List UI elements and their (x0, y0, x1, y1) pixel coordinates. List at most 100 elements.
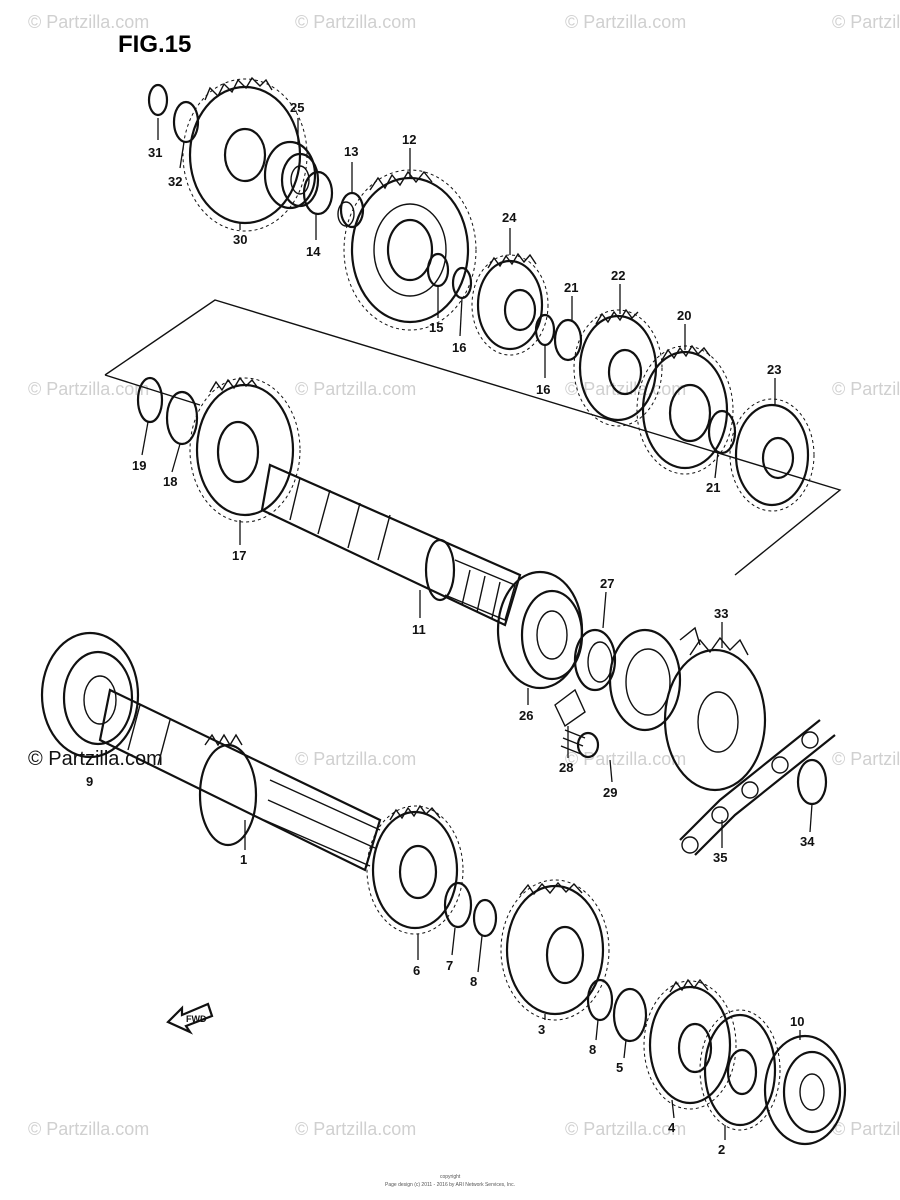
gear-17 (189, 376, 301, 523)
washer-5 (612, 987, 648, 1043)
site-label: © Partzilla.com (28, 748, 163, 770)
callout: 13 (344, 144, 358, 159)
watermark: © Partzilla.com (832, 1119, 900, 1139)
callout: 31 (148, 145, 162, 160)
callout: 4 (668, 1120, 676, 1135)
gear-2 (699, 1009, 781, 1131)
gear-4 (643, 978, 737, 1110)
gear-23 (729, 398, 815, 512)
clip-34 (796, 758, 828, 806)
callout: 23 (767, 362, 781, 377)
callout: 27 (600, 576, 614, 591)
callout: 3 (538, 1022, 545, 1037)
callout: 12 (402, 132, 416, 147)
callout: 29 (603, 785, 617, 800)
watermark: © Partzilla.com (832, 749, 900, 769)
watermark: © Partzilla.com (832, 379, 900, 399)
callout: 10 (790, 1014, 804, 1029)
washer-32 (172, 100, 200, 144)
chain-35 (679, 719, 836, 856)
bushing-13 (337, 191, 365, 229)
mid-shaft-assembly (136, 376, 836, 856)
watermark: © Partzilla.com (28, 12, 149, 32)
callout: 8 (589, 1042, 596, 1057)
gear-6 (366, 804, 464, 935)
washer-14 (302, 170, 334, 216)
leader-lines (141, 118, 813, 1140)
watermark: © Partzilla.com (565, 749, 686, 769)
watermark: © Partzilla.com (295, 379, 416, 399)
gear-24 (471, 252, 549, 356)
circlip-19 (136, 376, 164, 424)
assembly-boundary (104, 299, 842, 576)
callout: 15 (429, 320, 443, 335)
bearing-25 (263, 140, 320, 210)
watermark: © Partzilla.com (295, 1119, 416, 1139)
callout: 2 (718, 1142, 725, 1157)
callout: 16 (452, 340, 466, 355)
callout: 7 (446, 958, 453, 973)
gear-22 (573, 308, 663, 427)
callout: 8 (470, 974, 477, 989)
callout: 33 (714, 606, 728, 621)
footer-copyright: copyright (440, 1174, 461, 1180)
bottom-shaft-assembly (40, 631, 847, 1146)
watermark: © Partzilla.com (28, 1119, 149, 1139)
callout: 5 (616, 1060, 623, 1075)
callout: 14 (306, 244, 321, 259)
figure-title: FIG.15 (118, 31, 191, 58)
gear-20 (636, 344, 734, 475)
callout: 19 (132, 458, 146, 473)
washer-7 (443, 881, 473, 929)
watermark: © Partzilla.com (295, 749, 416, 769)
circlip-31 (147, 83, 169, 117)
callout: 21 (706, 480, 720, 495)
bearing-26 (496, 570, 584, 690)
watermark: © Partzilla.com (565, 379, 686, 399)
callout: 32 (168, 174, 182, 189)
fwd-arrow-icon: FWD (166, 1002, 214, 1035)
circlip-8-b (586, 978, 614, 1022)
watermark: © Partzilla.com (565, 12, 686, 32)
assembly-boundary-bottom (104, 374, 201, 406)
callout: 34 (800, 834, 815, 849)
watermark: © Partzilla.com (565, 1119, 686, 1139)
callout: 18 (163, 474, 177, 489)
top-cluster (147, 76, 815, 512)
callout: 25 (290, 100, 304, 115)
washer-21-a (553, 318, 583, 362)
callout: 35 (713, 850, 727, 865)
callout: 26 (519, 708, 533, 723)
callout: 30 (233, 232, 247, 247)
plate-28 (554, 626, 701, 732)
shaft-1 (98, 688, 382, 872)
callout: 16 (536, 382, 550, 397)
fwd-label: FWD (186, 1014, 207, 1024)
callout: 6 (413, 963, 420, 978)
bearing-9 (40, 631, 140, 759)
sprocket-33 (663, 636, 767, 792)
gear-3 (500, 879, 610, 1021)
callout-numbers: 31 32 30 25 14 13 12 15 16 24 16 21 22 2… (86, 100, 815, 1157)
callout: 1 (240, 852, 247, 867)
watermark-layer: © Partzilla.com © Partzilla.com © Partzi… (28, 12, 900, 1139)
callout: 9 (86, 774, 93, 789)
callout: 22 (611, 268, 625, 283)
watermark: © Partzilla.com (28, 379, 149, 399)
callout: 28 (559, 760, 573, 775)
callout: 21 (564, 280, 578, 295)
bearing-10 (763, 1034, 847, 1146)
watermark: © Partzilla.com (295, 12, 416, 32)
gear-12 (343, 169, 477, 331)
washer-15 (426, 252, 450, 288)
callout: 17 (232, 548, 246, 563)
callout: 11 (412, 622, 426, 637)
washer-21-b (707, 409, 737, 455)
footer-design-credit: Page design (c) 2011 - 2016 by ARI Netwo… (385, 1182, 515, 1188)
circlip-16-b (534, 313, 556, 347)
callout: 24 (502, 210, 517, 225)
circlip-8-a (472, 898, 498, 938)
washer-18 (165, 390, 199, 446)
callout: 20 (677, 308, 691, 323)
